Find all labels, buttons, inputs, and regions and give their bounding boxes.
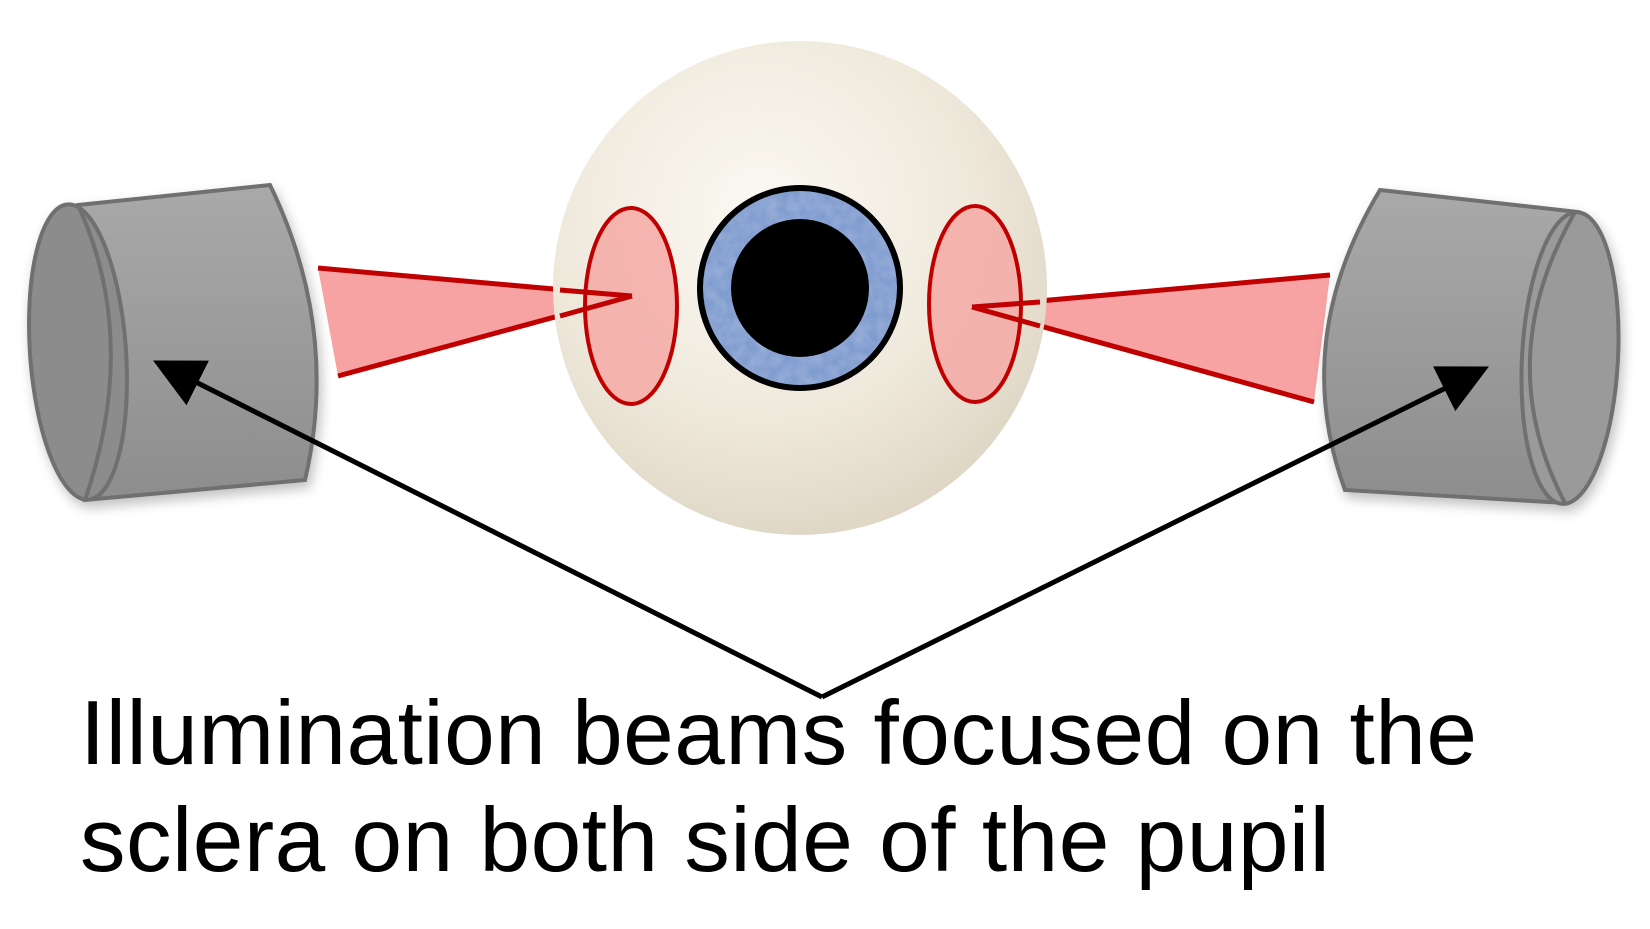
right-pointer-arrow bbox=[820, 366, 1489, 700]
caption-line-2: sclera on both side of the pupil bbox=[80, 790, 1331, 891]
right-light-source-icon bbox=[1322, 187, 1621, 506]
left-pointer-arrow bbox=[153, 360, 824, 700]
eyeball-icon bbox=[553, 41, 1047, 535]
left-sclera-illumination-spot bbox=[583, 206, 679, 406]
pupil bbox=[731, 219, 869, 357]
caption-line-1: Illumination beams focused on the bbox=[80, 683, 1478, 784]
right-illumination-beam bbox=[972, 275, 1330, 402]
left-light-source-icon bbox=[27, 182, 319, 503]
